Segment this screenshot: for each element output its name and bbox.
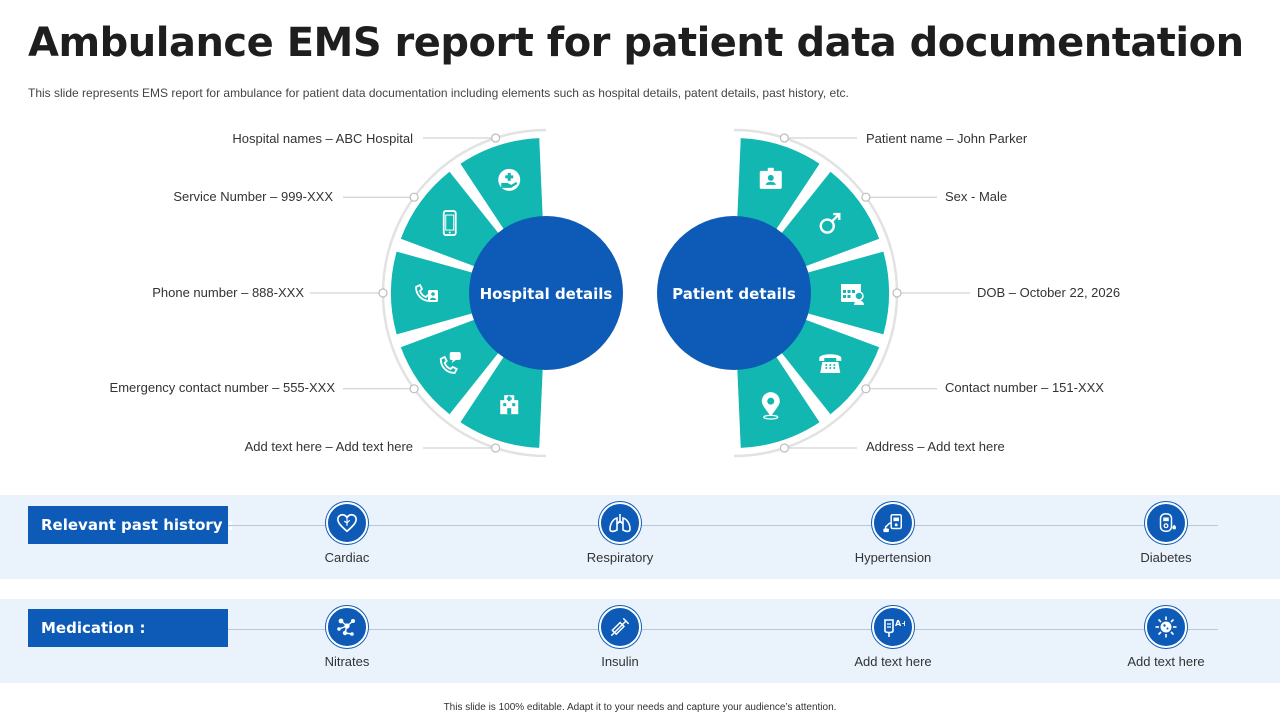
patient-details-center xyxy=(657,216,811,370)
history-label: Respiratory xyxy=(586,550,654,565)
id-badge-icon xyxy=(759,167,782,189)
medication-label: Medication : xyxy=(28,609,228,647)
sex-field: Sex - Male xyxy=(945,189,1008,204)
history-item-hypertension: Hypertension xyxy=(813,502,973,565)
history-label: Cardiac xyxy=(324,550,370,565)
past-history-label: Relevant past history : xyxy=(28,506,234,544)
patient-details-wheel xyxy=(733,128,970,458)
medication-text: Add text here xyxy=(854,654,932,669)
male-symbol-icon xyxy=(819,212,841,234)
slide-title: Ambulance EMS report for patient data do… xyxy=(28,20,1244,66)
footer-note: This slide is 100% editable. Adapt it to… xyxy=(443,702,837,713)
wheel-segment xyxy=(400,319,500,415)
patient-name-field: Patient name – John Parker xyxy=(866,131,1028,146)
connector-dot xyxy=(409,384,419,394)
glucose-meter-icon xyxy=(1145,502,1187,544)
phone-number-field: Phone number – 888-XXX xyxy=(152,285,304,300)
medication-item-nitrates: Nitrates xyxy=(267,606,427,669)
medication-item-4: Add text here xyxy=(1086,606,1246,669)
connector-dot xyxy=(779,133,789,143)
hospital-extra-field: Add text here – Add text here xyxy=(244,439,413,454)
medication-text: Insulin xyxy=(601,654,639,669)
iv-bag-icon: A+ xyxy=(872,606,914,648)
lungs-icon xyxy=(599,502,641,544)
history-item-cardiac: Cardiac xyxy=(267,502,427,565)
medication-item-insulin: Insulin xyxy=(540,606,700,669)
medication-item-3: A+ Add text here xyxy=(813,606,973,669)
emergency-contact-field: Emergency contact number – 555-XXX xyxy=(109,380,335,395)
history-item-respiratory: Respiratory xyxy=(540,502,700,565)
connector-dot xyxy=(378,288,388,298)
address-field: Address – Add text here xyxy=(866,439,1005,454)
connector-dot xyxy=(409,192,419,202)
connector-dot xyxy=(491,443,501,453)
hospital-details-label: Hospital details xyxy=(480,285,613,303)
dob-field: DOB – October 22, 2026 xyxy=(977,285,1121,300)
slide-subtitle: This slide represents EMS report for amb… xyxy=(28,86,849,100)
phone-contact-icon xyxy=(415,283,438,302)
connector-dot xyxy=(779,443,789,453)
location-pin-icon xyxy=(761,392,780,420)
history-label: Diabetes xyxy=(1140,550,1192,565)
connector-dot xyxy=(892,288,902,298)
hospital-icon xyxy=(500,395,519,415)
syringe-icon xyxy=(599,606,641,648)
service-number-field: Service Number – 999-XXX xyxy=(173,189,333,204)
mobile-phone-icon xyxy=(442,210,457,236)
wheel-segment xyxy=(400,171,500,267)
hospital-details-wheel xyxy=(310,128,547,458)
connector-dot xyxy=(491,133,501,143)
calendar-person-icon xyxy=(841,284,864,305)
patient-details-label: Patient details xyxy=(672,285,796,303)
connector-dot xyxy=(861,384,871,394)
history-label: Hypertension xyxy=(854,550,932,565)
past-history-connector xyxy=(228,525,1218,526)
connector-dot xyxy=(861,192,871,202)
hospital-name-field: Hospital names – ABC Hospital xyxy=(232,131,413,146)
heart-icon xyxy=(326,502,368,544)
history-item-diabetes: Diabetes xyxy=(1086,502,1246,565)
svg-text:A+: A+ xyxy=(895,619,905,628)
medication-text: Nitrates xyxy=(324,654,370,669)
blood-pressure-icon xyxy=(872,502,914,544)
hospital-details-center xyxy=(469,216,623,370)
molecule-icon xyxy=(326,606,368,648)
phone-chat-icon xyxy=(439,351,461,374)
medication-text: Add text here xyxy=(1127,654,1205,669)
medication-connector xyxy=(228,629,1218,630)
details-wheels: Hospital details Patient details xyxy=(310,128,970,458)
healthcare-hand-icon xyxy=(498,168,521,191)
virus-icon xyxy=(1145,606,1187,648)
telephone-icon xyxy=(819,354,842,373)
contact-number-field: Contact number – 151-XXX xyxy=(945,380,1104,395)
